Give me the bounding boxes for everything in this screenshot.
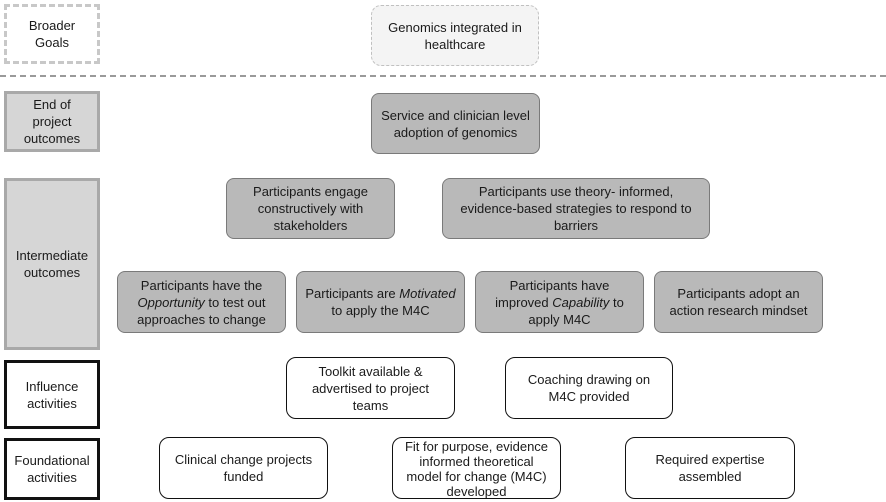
row-label-influence: Influence activities <box>4 360 100 429</box>
row-label-intermediate: Intermediate outcomes <box>4 178 100 350</box>
node-opportunity-text: Participants have the Opportunity to tes… <box>137 277 266 327</box>
node-capability-text: Participants have improved Capability to… <box>495 277 624 327</box>
node-expertise-text: Required expertise assembled <box>655 452 765 484</box>
node-service-adoption-text: Service and clinician level adoption of … <box>381 107 530 140</box>
row-label-foundational: Foundational activities <box>4 438 100 500</box>
node-toolkit-text: Toolkit available & advertised to projec… <box>311 363 430 413</box>
node-action-research: Participants adopt an action research mi… <box>654 271 823 333</box>
node-coaching: Coaching drawing on M4C provided <box>505 357 673 419</box>
node-m4c-model: Fit for purpose, evidence informed theor… <box>392 437 561 499</box>
node-action-research-text: Participants adopt an action research mi… <box>669 286 808 318</box>
row-label-end-of-project-text: End of project outcomes <box>23 97 81 146</box>
node-theory-informed-text: Participants use theory- informed, evide… <box>460 184 692 233</box>
node-motivated-text: Participants are Motivated to apply the … <box>305 286 456 318</box>
node-clinical-change: Clinical change projects funded <box>159 437 328 499</box>
node-clinical-change-text: Clinical change projects funded <box>174 452 313 484</box>
node-m4c-model-text: Fit for purpose, evidence informed theor… <box>404 439 549 499</box>
node-engage-stakeholders-text: Participants engage constructively with … <box>253 184 368 233</box>
node-expertise: Required expertise assembled <box>625 437 795 499</box>
node-engage-stakeholders: Participants engage constructively with … <box>226 178 395 239</box>
row-label-intermediate-text: Intermediate outcomes <box>15 248 89 280</box>
node-capability: Participants have improved Capability to… <box>475 271 644 333</box>
row-label-foundational-text: Foundational activities <box>14 453 90 485</box>
node-opportunity: Participants have the Opportunity to tes… <box>117 271 286 333</box>
node-toolkit: Toolkit available & advertised to projec… <box>286 357 455 419</box>
node-genomics-integrated-text: Genomics integrated in healthcare <box>388 19 522 52</box>
node-coaching-text: Coaching drawing on M4C provided <box>527 372 651 404</box>
row-label-broader-goals: Broader Goals <box>4 4 100 64</box>
section-divider <box>0 75 886 77</box>
row-label-broader-goals-text: Broader Goals <box>28 18 76 50</box>
node-service-adoption: Service and clinician level adoption of … <box>371 93 540 154</box>
node-genomics-integrated: Genomics integrated in healthcare <box>371 5 539 66</box>
row-label-influence-text: Influence activities <box>25 378 79 411</box>
node-theory-informed: Participants use theory- informed, evide… <box>442 178 710 239</box>
row-label-end-of-project: End of project outcomes <box>4 91 100 152</box>
node-motivated: Participants are Motivated to apply the … <box>296 271 465 333</box>
